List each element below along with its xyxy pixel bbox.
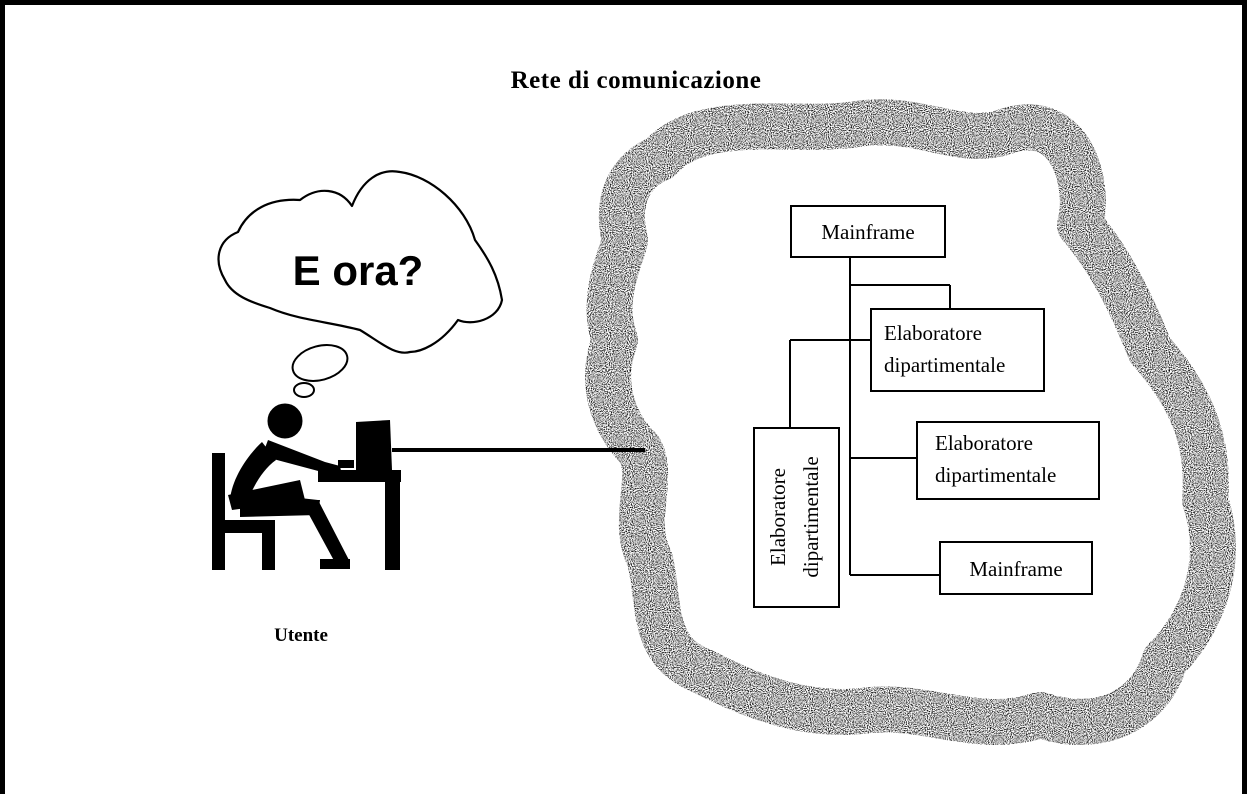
user-workstation-icon [212,403,401,570]
thought-bubble: E ora? [217,170,504,398]
thought-text: E ora? [293,247,424,294]
node-dept-right-2-line2: dipartimentale [935,463,1056,487]
node-mainframe-top: Mainframe [790,205,946,258]
thought-dot-large [291,344,349,382]
node-dept-right-2-line1: Elaboratore [935,431,1033,455]
node-dept-right-1-line2: dipartimentale [884,353,1005,377]
diagram-title: Rete di comunicazione [511,67,762,94]
node-mainframe-top-label: Mainframe [821,220,914,244]
thought-dot-small [293,382,315,398]
node-dept-left-line2: dipartimentale [799,456,823,577]
network-cloud [585,99,1236,745]
node-dept-right-1: Elaboratore dipartimentale [870,308,1045,392]
node-dept-left: Elaboratore dipartimentale [753,427,840,608]
hierarchy-connectors [789,258,951,576]
node-mainframe-bottom-label: Mainframe [969,557,1062,581]
node-dept-right-2: Elaboratore dipartimentale [916,421,1100,500]
node-dept-left-line1: Elaboratore [766,468,790,566]
node-mainframe-bottom: Mainframe [939,541,1093,595]
user-label: Utente [274,625,328,646]
node-dept-right-1-line1: Elaboratore [884,321,982,345]
